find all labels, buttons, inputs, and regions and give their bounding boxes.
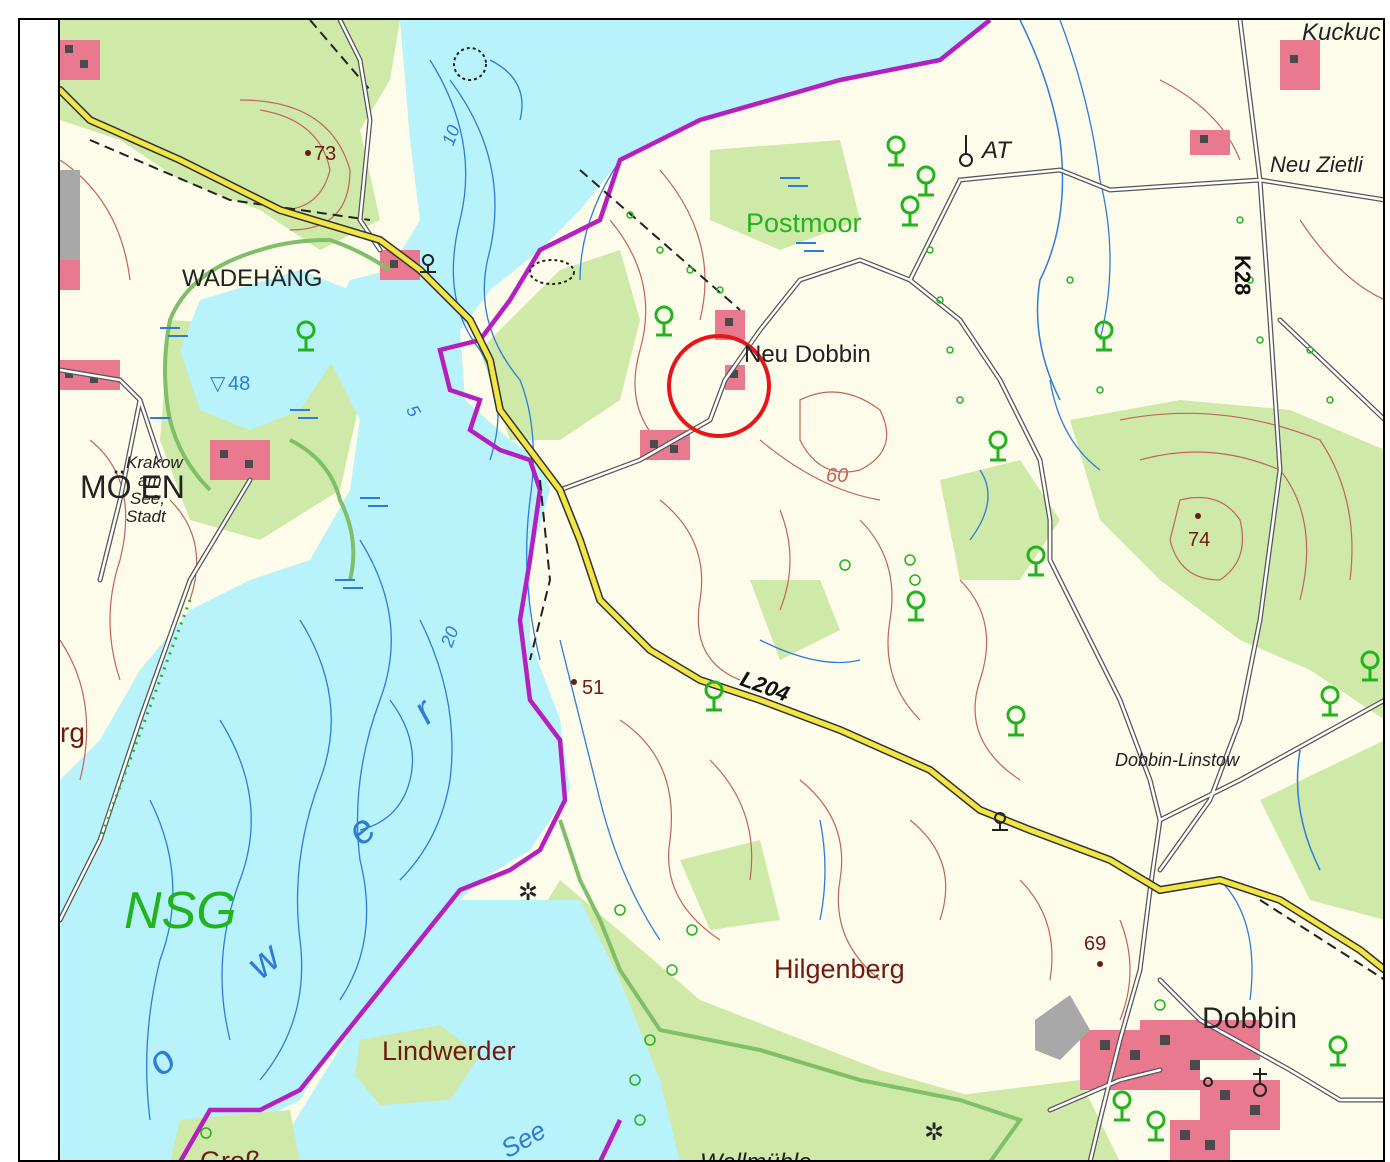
wetland-markers [150, 177, 824, 589]
district-border-west-2 [289, 438, 356, 581]
industrial-area [1035, 995, 1090, 1060]
label-neu-dobbin: Neu Dobbin [744, 341, 871, 368]
tree-icon [1328, 1035, 1348, 1067]
label-road-k28: K28 [1230, 255, 1255, 295]
forest-southeast [1260, 740, 1383, 920]
label-elev-69: 69 [1084, 933, 1106, 955]
green-dotted-line [98, 599, 192, 841]
label-krakow-1: Krakow [126, 453, 184, 472]
tree-icon [916, 165, 936, 197]
tree-icon [704, 680, 724, 712]
star-icon: ✲ [518, 879, 538, 906]
label-berg-fragment: rg [60, 717, 85, 748]
topographic-map[interactable]: Kuckuc Neu Zietli Postmoor AT Neu Dobbin… [58, 20, 1385, 1162]
tree-symbols [296, 135, 1380, 1142]
spot-heights [305, 150, 1201, 967]
tower-icon [1203, 1077, 1213, 1087]
label-krakow-4: Stadt [126, 507, 167, 526]
label-hilgenberg: Hilgenberg [774, 954, 905, 984]
tree-icon [1360, 650, 1380, 682]
tree-icon [1112, 1090, 1132, 1122]
island-lindwerder[interactable] [355, 1025, 480, 1105]
tree-icon [296, 320, 316, 352]
road-l204[interactable] [60, 87, 1385, 972]
label-elev-48-symbol: ▽ [210, 373, 226, 395]
tree-icon [906, 590, 926, 622]
tree-icon [900, 195, 920, 227]
map-frame: Kuckuc Neu Zietli Postmoor AT Neu Dobbin… [18, 18, 1385, 1162]
tree-icon [1094, 320, 1114, 352]
label-wadehaeng: WADEHÄNG [182, 265, 322, 292]
label-lindwerder: Lindwerder [382, 1036, 516, 1066]
label-neu-zietlitz: Neu Zietli [1270, 152, 1364, 177]
small-tree-dots [200, 211, 1334, 1139]
tower-icon [992, 812, 1008, 831]
district-border-south [558, 819, 1024, 1160]
forest-patch-south [680, 840, 780, 930]
label-dobbin-linstow: Dobbin-Linstow [1115, 750, 1240, 770]
label-elev-48: 48 [228, 373, 250, 395]
label-dobbin: Dobbin [1202, 1002, 1297, 1035]
label-postmoor: Postmoor [746, 208, 862, 238]
forest-northwest [60, 20, 400, 250]
dashed-paths [89, 20, 1383, 980]
svg-text:✲: ✲ [518, 879, 538, 906]
tree-icon [1026, 545, 1046, 577]
label-wallmuehle: Wallmühle [700, 1149, 812, 1162]
label-krakow-2: am [138, 471, 162, 490]
tree-icon [1006, 705, 1026, 737]
red-circle-around-neu-dobbin[interactable] [667, 334, 771, 438]
tree-icon [886, 135, 906, 167]
label-at: AT [980, 137, 1013, 164]
star-icon: ✲ [924, 1119, 944, 1146]
church-icon [1253, 1068, 1267, 1097]
label-elev-74: 74 [1188, 529, 1210, 551]
svg-text:✲: ✲ [924, 1119, 944, 1146]
label-krakow-3: See, [130, 489, 165, 508]
small-lake-west[interactable] [180, 270, 350, 430]
minor-roads-inner [60, 20, 1383, 1160]
industrial-area-west [60, 170, 80, 260]
district-border-west [163, 237, 392, 492]
tree-icon [1320, 685, 1340, 717]
hill-symbols [453, 47, 575, 285]
label-elev-60: 60 [826, 465, 848, 487]
label-elev-73: 73 [314, 143, 336, 165]
tower-icon [959, 135, 973, 167]
poi-icons: ✲ ✲ [420, 135, 1267, 1146]
label-nsg: NSG [124, 882, 237, 940]
map-canvas: Kuckuc Neu Zietli Postmoor AT Neu Dobbin… [60, 20, 1385, 1162]
buildings [65, 45, 1298, 1150]
label-elev-51: 51 [582, 677, 604, 699]
label-moellen: MÖ EN [80, 469, 185, 505]
label-kuckuck: Kuckuc [1302, 20, 1381, 46]
forest-east [1070, 400, 1383, 719]
forest-patch-mid [750, 580, 840, 660]
streams [1019, 20, 1321, 871]
forest-near-lake [480, 250, 640, 440]
tower-icon [420, 254, 436, 273]
label-gross: Groß [200, 1146, 262, 1162]
tree-icon [654, 305, 674, 337]
forest-postmoor [710, 140, 860, 250]
tree-icon [1146, 1110, 1166, 1142]
tree-icon [988, 430, 1008, 462]
